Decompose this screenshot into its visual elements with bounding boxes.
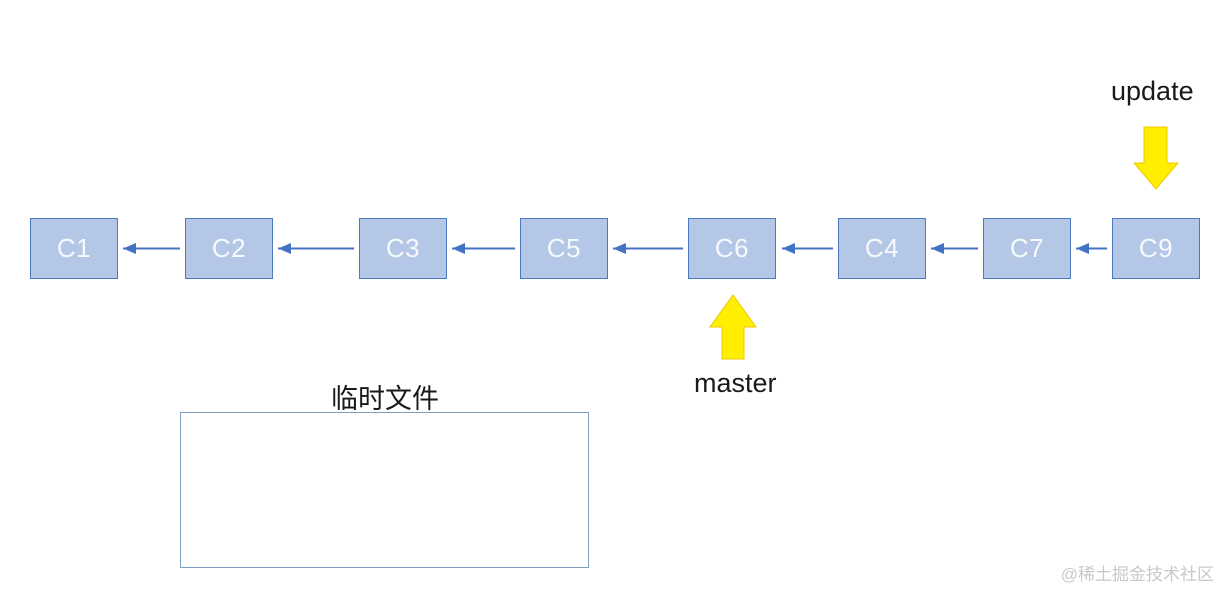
commit-node-c5: C5 — [520, 218, 608, 279]
commit-node-c1: C1 — [30, 218, 118, 279]
commit-label: C4 — [864, 233, 900, 263]
commit-node-c6: C6 — [688, 218, 776, 279]
commit-node-c4: C4 — [838, 218, 926, 279]
commit-label: C6 — [714, 233, 750, 263]
commit-label: C7 — [1009, 233, 1045, 263]
master-pointer-arrow-icon — [709, 294, 757, 360]
update-pointer-arrow-icon — [1132, 126, 1180, 190]
temp-file-box — [180, 412, 589, 568]
watermark: @稀土掘金技术社区 — [1060, 565, 1214, 584]
temp-file-label: 临时文件 — [331, 384, 439, 414]
commit-label: C1 — [56, 233, 92, 263]
commit-label: C9 — [1138, 233, 1174, 263]
commit-node-c2: C2 — [185, 218, 273, 279]
commit-label: C2 — [211, 233, 247, 263]
commit-node-c7: C7 — [983, 218, 1071, 279]
commit-node-c3: C3 — [359, 218, 447, 279]
commit-label: C5 — [546, 233, 582, 263]
update-pointer-label: update — [1111, 76, 1194, 106]
commit-label: C3 — [385, 233, 421, 263]
master-pointer-label: master — [694, 368, 777, 398]
commit-node-c9: C9 — [1112, 218, 1200, 279]
